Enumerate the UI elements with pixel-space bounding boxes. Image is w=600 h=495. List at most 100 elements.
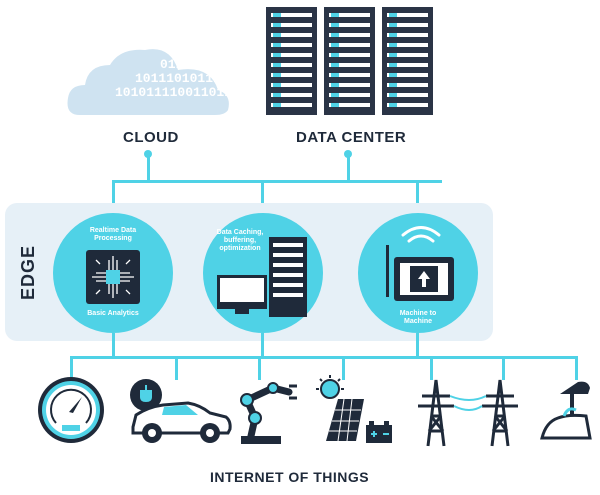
bottom-horizontal-line: [70, 356, 578, 359]
server-light: [389, 53, 397, 57]
cloud-binary-2: 1011101011100: [135, 71, 237, 86]
server-slot: [329, 63, 370, 67]
edge-node-caching: Data Caching, buffering, optimization: [203, 213, 323, 333]
server-slot: [329, 13, 370, 17]
server-light: [273, 13, 281, 17]
server-slot: [271, 53, 312, 57]
edge-label: EDGE: [18, 244, 38, 300]
server-light: [389, 23, 397, 27]
server-slot: [387, 23, 428, 27]
server-slot: [271, 63, 312, 67]
robot-arm-icon: [233, 378, 301, 446]
edge-right-drop: [416, 180, 419, 216]
device6-drop: [502, 356, 505, 380]
power-tower-icon: [410, 376, 530, 448]
server-slot: [329, 73, 370, 77]
device5-drop: [430, 356, 433, 380]
server-light: [389, 33, 397, 37]
server-slot: [387, 53, 428, 57]
server-light: [331, 103, 339, 107]
solar-panel-battery-icon: [316, 375, 396, 447]
server-slot: [329, 93, 370, 97]
wireless-device-icon: [384, 223, 458, 308]
server-light: [331, 43, 339, 47]
server-light: [389, 43, 397, 47]
server-light: [273, 83, 281, 87]
node-bottom-text: Basic Analytics: [87, 310, 139, 317]
edge-mid-drop: [261, 180, 264, 216]
server-slot: [329, 33, 370, 37]
server-light: [389, 83, 397, 87]
server-light: [273, 43, 281, 47]
datacenter-label: DATA CENTER: [296, 129, 407, 146]
server-slot: [329, 43, 370, 47]
node2-down-line: [261, 333, 264, 357]
server-light: [331, 53, 339, 57]
datacenter-connector-dot: [344, 150, 352, 158]
server-light: [389, 103, 397, 107]
server-light: [273, 53, 281, 57]
cloud-icon: 0110101 1011101011100 10101111001101100: [60, 40, 248, 120]
server-slot: [387, 43, 428, 47]
edge-node-analytics: Realtime Data Processing Basic Analytics: [53, 213, 173, 333]
server-slot: [329, 103, 370, 107]
server-slot: [387, 73, 428, 77]
server-light: [331, 13, 339, 17]
server-slot: [271, 73, 312, 77]
server-light: [389, 73, 397, 77]
server-light: [389, 63, 397, 67]
server-light: [331, 83, 339, 87]
server-light: [331, 93, 339, 97]
server-slot: [271, 43, 312, 47]
computer-server-icon: [217, 237, 312, 317]
data-center-icon: [266, 7, 433, 115]
speedometer-icon: [36, 375, 106, 445]
server-slot: [387, 103, 428, 107]
server-slot: [387, 83, 428, 87]
server-light: [273, 103, 281, 107]
server-light: [331, 23, 339, 27]
server-slot: [271, 83, 312, 87]
server-light: [389, 93, 397, 97]
microchip-icon: [86, 250, 140, 304]
device7-drop: [575, 356, 578, 380]
device4-drop: [342, 356, 345, 380]
cloud-binary-1: 0110101: [160, 57, 215, 72]
server-light: [273, 33, 281, 37]
server-slot: [271, 13, 312, 17]
top-horizontal-line: [112, 180, 442, 183]
server-light: [331, 33, 339, 37]
server-light: [273, 73, 281, 77]
edge-node-m2m: Machine to Machine: [358, 213, 478, 333]
edge-left-drop: [112, 180, 115, 216]
server-light: [389, 13, 397, 17]
server-light: [331, 73, 339, 77]
server-slot: [271, 23, 312, 27]
node-top-text: Realtime Data Processing: [89, 227, 137, 242]
electric-car-icon: [128, 377, 233, 447]
node1-down-line: [112, 333, 115, 357]
server-light: [273, 23, 281, 27]
server-slot: [329, 23, 370, 27]
server-slot: [387, 33, 428, 37]
server-slot: [271, 103, 312, 107]
server-slot: [271, 93, 312, 97]
cloud-connector-dot: [144, 150, 152, 158]
server-slot: [387, 63, 428, 67]
device3-drop: [258, 356, 261, 380]
server-light: [331, 63, 339, 67]
server-light: [273, 93, 281, 97]
node-top-text: Data Caching, buffering, optimization: [216, 229, 264, 252]
server-slot: [387, 93, 428, 97]
cloud-vertical-line: [147, 155, 150, 181]
server-slot: [329, 53, 370, 57]
device2-drop: [175, 356, 178, 380]
datacenter-vertical-line: [347, 155, 350, 181]
server-slot: [329, 83, 370, 87]
node-bottom-text: Machine to Machine: [399, 310, 437, 325]
cloud-binary-3: 10101111001101100: [115, 85, 248, 100]
node3-down-line: [416, 333, 419, 357]
cloud-label: CLOUD: [123, 129, 179, 146]
device1-drop: [70, 356, 73, 380]
server-slot: [387, 13, 428, 17]
